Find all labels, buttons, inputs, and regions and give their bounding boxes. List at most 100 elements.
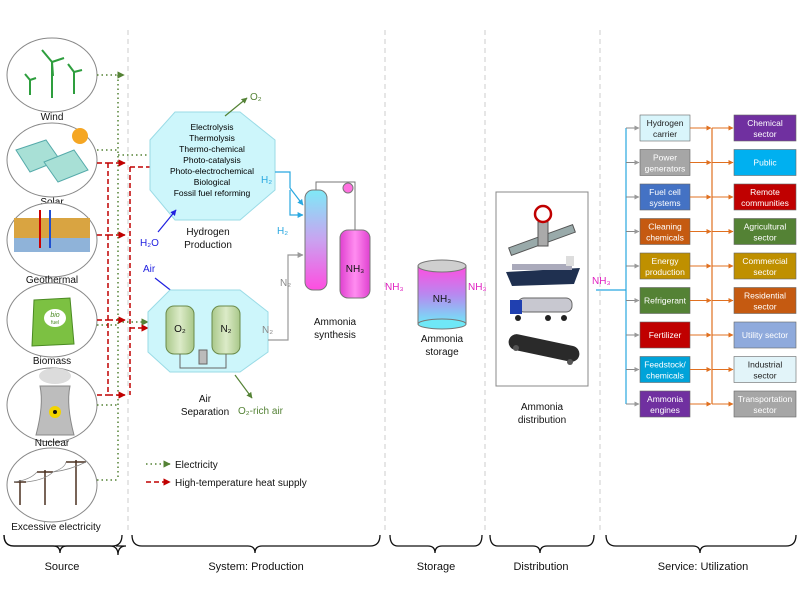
source-solar: Solar — [6, 122, 98, 208]
carrier-label: Power — [653, 153, 677, 163]
sector-label: sector — [753, 405, 776, 415]
sector-label: Remote — [750, 187, 780, 197]
distribution-caption: Ammonia — [521, 402, 564, 413]
source-nuclear: Nuclear — [6, 367, 98, 449]
sector-label: Commercial — [742, 256, 787, 266]
carrier-label: Energy — [652, 256, 680, 266]
section-label-production: System: Production — [208, 561, 303, 573]
h2-flow-arrow — [289, 187, 304, 206]
tanker-ship-icon — [506, 256, 580, 286]
n2-side-label: N₂ — [280, 278, 291, 289]
air-label: Air — [143, 264, 156, 275]
n2-lower-label: N₂ — [262, 325, 273, 336]
section-label-distribution: Distribution — [513, 561, 568, 573]
carrier-label: carrier — [653, 129, 677, 139]
carrier-label: generators — [645, 164, 686, 174]
carrier-label: Feedstock/ — [644, 360, 686, 370]
carrier-label: Ammonia — [647, 394, 683, 404]
sector-box — [733, 114, 797, 142]
ammonia-synthesis-label: Ammonia — [314, 317, 357, 328]
bio-text: bio — [50, 312, 59, 319]
method-label: Fossil fuel reforming — [174, 188, 251, 198]
tanker-truck-icon — [510, 297, 573, 321]
sector-label: Industrial — [748, 360, 783, 370]
carrier-box — [639, 390, 691, 418]
carrier-box — [639, 114, 691, 142]
legend-heat-label: High-temperature heat supply — [175, 478, 307, 489]
distribution-box — [495, 191, 589, 387]
sector-box — [733, 149, 797, 176]
carrier-label: chemicals — [646, 371, 684, 381]
o2-vessel-label: O₂ — [174, 324, 186, 335]
h2o-arrow — [157, 209, 177, 233]
o2-rich-air-label: O₂-rich air — [238, 406, 284, 417]
o2-rich-air-arrow — [234, 374, 253, 399]
carrier-box — [639, 287, 691, 314]
sector-box — [733, 183, 797, 211]
sector-label: sector — [753, 302, 776, 312]
o2-arrow — [224, 97, 248, 117]
legend: Electricity High-temperature heat supply — [146, 460, 307, 489]
source-label: Biomass — [33, 356, 71, 367]
biomass-bag-icon: bio fuel — [31, 297, 75, 347]
carrier-box — [639, 149, 691, 176]
source-label: Geothermal — [26, 275, 78, 286]
sector-label: Transportation — [738, 394, 793, 404]
section-brackets — [3, 534, 797, 556]
source-label: Solar — [40, 197, 64, 208]
distribution-caption: distribution — [518, 415, 566, 426]
section-dividers — [127, 30, 601, 530]
method-label: Thermolysis — [189, 133, 235, 143]
nuclear-tower-icon — [35, 368, 75, 436]
hydrogen-methods-box: Electrolysis Thermolysis Thermo-chemical… — [149, 111, 276, 221]
air-separation-label: Separation — [181, 407, 229, 418]
sector-label: Chemical — [747, 118, 783, 128]
storage-tank-label: NH₃ — [433, 294, 452, 305]
rail-tanker-icon — [508, 334, 580, 365]
method-label: Thermo-chemical — [179, 144, 245, 154]
carrier-label: Hydrogen — [647, 118, 684, 128]
carrier-label: systems — [649, 198, 680, 208]
geothermal-icon — [14, 210, 90, 252]
source-label: Excessive electricity — [11, 522, 100, 533]
carrier-box — [639, 321, 691, 349]
sector-label: Utility sector — [742, 330, 788, 340]
air-separation-unit: O₂ N₂ — [147, 289, 269, 373]
nh3-flow-label-3: NH₃ — [592, 276, 611, 287]
method-label: Photo-catalysis — [183, 155, 241, 165]
carrier-label: Fuel cell — [649, 187, 681, 197]
section-label-storage: Storage — [417, 561, 456, 573]
legend-electricity-label: Electricity — [175, 460, 218, 471]
sector-box — [733, 287, 797, 314]
hydrogen-production-label: Hydrogen — [186, 227, 229, 238]
carrier-box — [639, 183, 691, 211]
carrier-label: chemicals — [646, 233, 684, 243]
sector-label: sector — [753, 129, 776, 139]
air-separation-label: Air — [199, 394, 212, 405]
sector-box — [733, 218, 797, 245]
method-label: Photo-electrochemical — [170, 166, 254, 176]
h2-side-label: H₂ — [277, 226, 288, 237]
sector-box — [733, 390, 797, 418]
sector-box — [733, 321, 797, 349]
method-label: Electrolysis — [191, 122, 234, 132]
sector-label: Agricultural — [744, 222, 787, 232]
source-biomass: bio fuel Biomass — [6, 282, 98, 367]
h2-side-line — [289, 190, 304, 218]
sector-label: Residential — [744, 291, 786, 301]
ammonia-storage-tank: NH₃ — [417, 259, 467, 330]
h2o-label: H₂O — [140, 238, 159, 249]
carrier-label: Refrigerant — [644, 296, 687, 306]
sector-label: communities — [741, 198, 789, 208]
hydrogen-production-label: Production — [184, 240, 232, 251]
carrier-label: engines — [650, 405, 680, 415]
method-label: Biological — [194, 177, 230, 187]
sector-label: sector — [753, 233, 776, 243]
pipeline-valve-icon — [508, 204, 576, 257]
source-label: Wind — [41, 112, 64, 123]
h2-flow-line — [275, 171, 291, 188]
carrier-label: Fertilizer — [649, 330, 682, 340]
carrier-label: production — [645, 267, 685, 277]
